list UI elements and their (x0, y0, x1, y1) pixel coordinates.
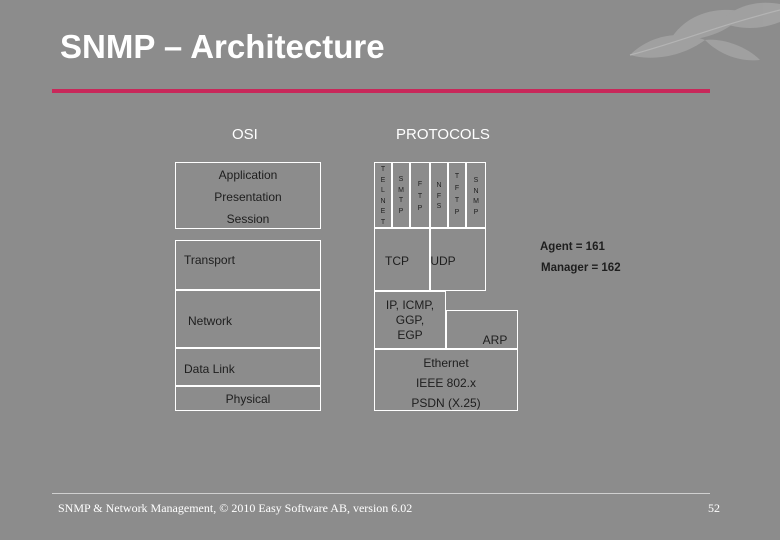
protocol-udp-label: UDP (430, 254, 456, 268)
protocol-ethernet-label: Ethernet (423, 356, 469, 370)
protocol-nfs-box (430, 162, 448, 228)
protocol-tftp-box (448, 162, 466, 228)
protocol-ftp-box (410, 162, 430, 228)
osi-layer-network: Network (188, 314, 233, 328)
protocol-tcp-label: TCP (385, 254, 409, 268)
protocol-arp-label: ARP (482, 333, 508, 347)
leaf-decoration-icon (629, 2, 780, 61)
manager-port-note: Manager = 162 (541, 262, 621, 274)
title-divider (52, 89, 710, 93)
osi-upper-layers-box (175, 162, 321, 229)
osi-layer-presentation: Presentation (214, 190, 282, 204)
osi-transport-box (175, 240, 321, 290)
protocol-link-box (374, 349, 518, 411)
osi-layer-physical: Physical (225, 392, 271, 406)
footer-copyright: SNMP & Network Management, © 2010 Easy S… (58, 501, 413, 515)
agent-port-note: Agent = 161 (540, 241, 605, 253)
osi-layer-transport: Transport (184, 253, 235, 267)
page-title: SNMP – Architecture (60, 28, 385, 65)
osi-network-box (175, 290, 321, 348)
osi-physical-box (175, 386, 321, 411)
protocol-udp-box (430, 228, 486, 291)
osi-layer-session: Session (226, 212, 270, 226)
protocol-ip-box (374, 291, 446, 349)
protocol-ip-label: IP, ICMP, GGP, EGP (385, 298, 435, 342)
protocols-header: PROTOCOLS (396, 126, 490, 143)
protocol-psdn-label: PSDN (X.25) (411, 396, 481, 410)
protocol-snmp-box (466, 162, 486, 228)
osi-layer-application: Application (218, 168, 278, 182)
protocol-smtp-box (392, 162, 410, 228)
osi-layer-data-link: Data Link (184, 362, 235, 376)
protocol-tcp-box (374, 228, 430, 291)
protocol-arp-box (446, 310, 518, 349)
protocol-ieee-label: IEEE 802.x (415, 376, 477, 390)
osi-datalink-box (175, 348, 321, 386)
protocol-telnet-box (374, 162, 392, 228)
osi-header: OSI (232, 126, 258, 143)
footer-divider (52, 493, 710, 494)
page-number: 52 (708, 501, 720, 515)
